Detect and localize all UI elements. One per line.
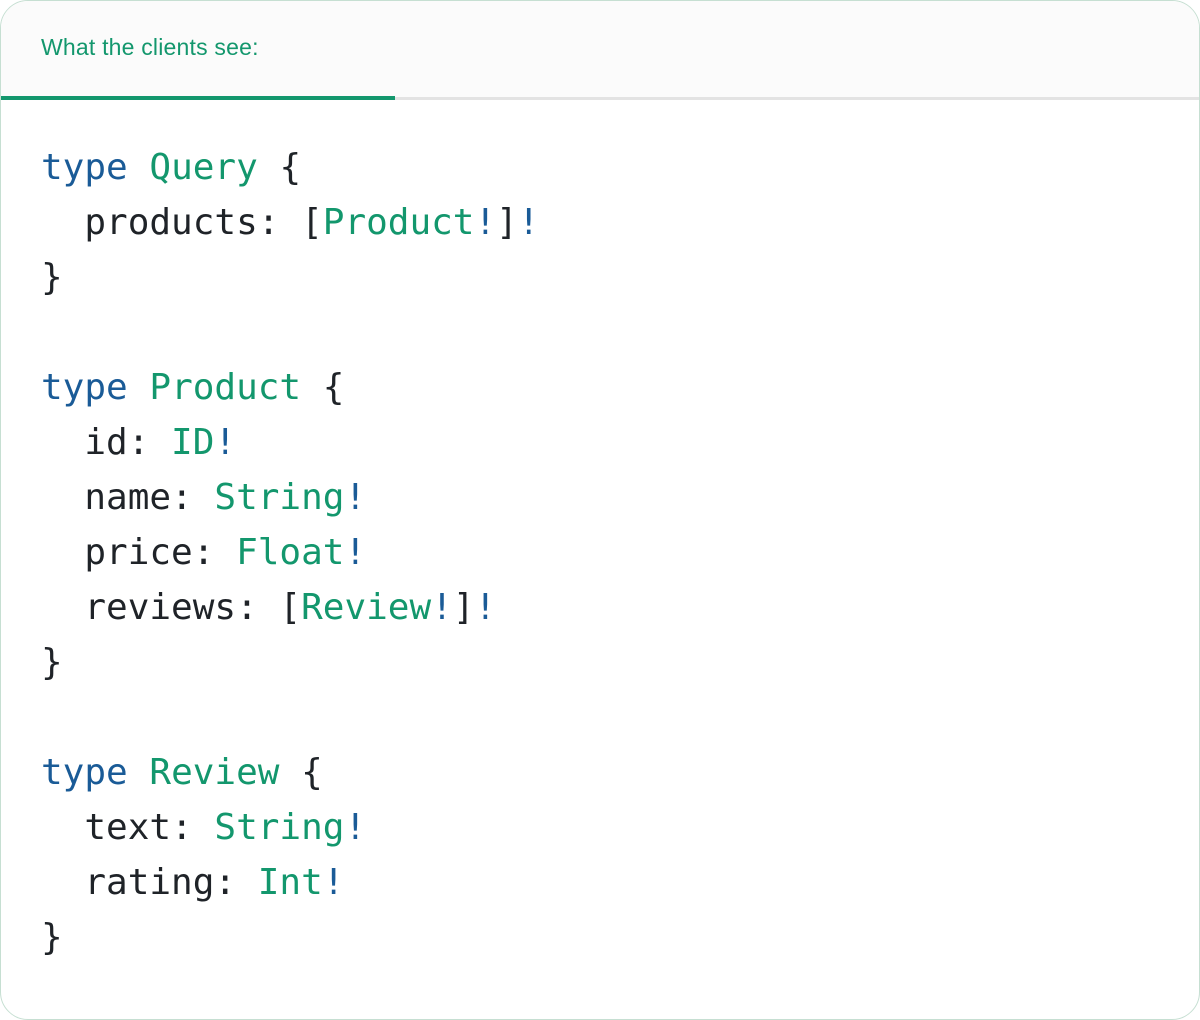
code-line: id: ID! — [41, 415, 1159, 470]
code-token: Product — [322, 202, 475, 243]
code-token: id: — [41, 422, 172, 463]
code-token: ! — [344, 477, 367, 518]
code-line: } — [41, 635, 1159, 690]
code-token: } — [41, 257, 63, 298]
code-token: String — [214, 477, 345, 518]
code-token: reviews: [ — [41, 587, 302, 628]
code-line: } — [41, 910, 1159, 965]
code-token: ] — [452, 587, 475, 628]
code-token: Query — [149, 147, 258, 188]
code-token: } — [41, 917, 63, 958]
code-line: name: String! — [41, 470, 1159, 525]
code-token: products: [ — [41, 202, 323, 243]
code-line: } — [41, 250, 1159, 305]
code-block: type Query { products: [Product!]!} type… — [1, 100, 1199, 965]
code-token: Int — [257, 862, 323, 903]
tab-clients-view[interactable]: What the clients see: — [1, 1, 395, 100]
code-token: type — [41, 367, 128, 408]
code-token: { — [301, 367, 345, 408]
code-token: Review — [301, 587, 432, 628]
card-header: What the clients see: — [1, 1, 1199, 100]
code-token: type — [41, 752, 128, 793]
code-token: Review — [149, 752, 280, 793]
code-line: rating: Int! — [41, 855, 1159, 910]
code-line: text: String! — [41, 800, 1159, 855]
code-line: type Product { — [41, 360, 1159, 415]
code-token — [128, 147, 150, 188]
code-token: ! — [214, 422, 237, 463]
code-token: ! — [474, 202, 497, 243]
code-line: products: [Product!]! — [41, 195, 1159, 250]
code-line: type Query { — [41, 140, 1159, 195]
code-token: ! — [344, 807, 367, 848]
code-token: String — [214, 807, 345, 848]
code-token — [128, 367, 150, 408]
code-token: name: — [41, 477, 215, 518]
code-token: price: — [41, 532, 237, 573]
code-token: { — [279, 752, 323, 793]
code-line — [41, 690, 1159, 745]
code-line: price: Float! — [41, 525, 1159, 580]
code-token: ! — [517, 202, 540, 243]
code-line: reviews: [Review!]! — [41, 580, 1159, 635]
code-token: text: — [41, 807, 215, 848]
code-token: Float — [236, 532, 345, 573]
code-token: ! — [322, 862, 345, 903]
code-token: ! — [474, 587, 497, 628]
tab-label: What the clients see: — [41, 33, 259, 60]
code-token: } — [41, 642, 63, 683]
code-token: ! — [344, 532, 367, 573]
code-token: ] — [496, 202, 518, 243]
code-token: ! — [431, 587, 453, 628]
code-token: ID — [171, 422, 215, 463]
code-token: { — [257, 147, 302, 188]
code-token — [128, 752, 150, 793]
code-line — [41, 305, 1159, 360]
code-token: type — [41, 147, 128, 188]
code-line: type Review { — [41, 745, 1159, 800]
code-token: Product — [149, 367, 302, 408]
code-token: rating: — [41, 862, 258, 903]
